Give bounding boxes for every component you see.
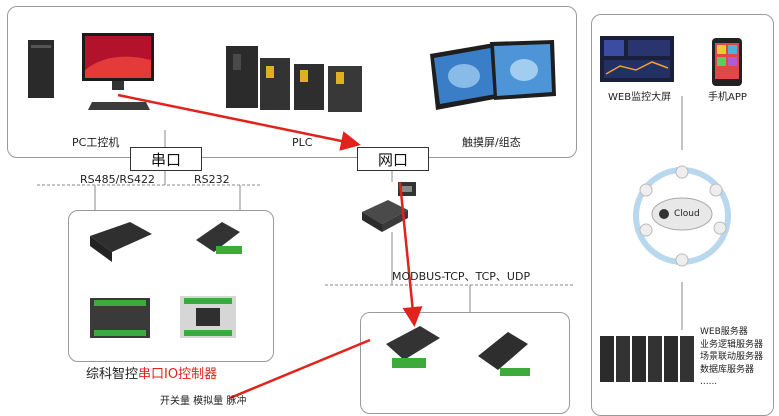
touchscreen-label: 触摸屏/组态 bbox=[462, 136, 521, 149]
plc-icon bbox=[226, 46, 362, 112]
mobile-app-icon bbox=[712, 38, 742, 86]
server-item: 场景联动服务器 bbox=[700, 352, 764, 362]
rs232-label: RS232 bbox=[194, 173, 230, 186]
serial-port-tag: 串口 bbox=[130, 147, 202, 171]
server-item: 数据库服务器 bbox=[700, 364, 755, 375]
pc-icon bbox=[28, 33, 154, 110]
gateway-device-icon bbox=[362, 182, 416, 232]
server-list: WEB服务器 业务逻辑服务器 场景联动服务器 数据库服务器 ...... bbox=[700, 326, 763, 389]
serial-controller-title: 综科智控串口IO控制器 bbox=[86, 363, 217, 382]
modbus-label: MODBUS-TCP、TCP、UDP bbox=[392, 270, 531, 283]
web-screen-icon bbox=[600, 36, 674, 82]
pc-label: PC工控机 bbox=[72, 136, 120, 149]
rs485-label: RS485/RS422 bbox=[80, 173, 155, 186]
controller-type-text: 串口IO控制器 bbox=[138, 367, 218, 382]
cloud-icon bbox=[633, 165, 731, 267]
plc-label: PLC bbox=[292, 136, 313, 149]
data-flow-arrows bbox=[117, 93, 423, 400]
server-ellipsis: ...... bbox=[700, 377, 718, 387]
server-item: WEB服务器 bbox=[700, 327, 748, 337]
connector-lines bbox=[37, 96, 683, 330]
network-port-tag: 网口 bbox=[357, 147, 429, 171]
network-controller-icons bbox=[386, 326, 530, 376]
diagram-canvas bbox=[28, 33, 742, 400]
brand-text: 综科智控 bbox=[86, 367, 139, 382]
serial-controller-icons bbox=[90, 222, 242, 338]
server-rack-icon bbox=[600, 336, 694, 382]
web-screen-label: WEB监控大屏 bbox=[608, 92, 672, 103]
touchscreen-icon bbox=[430, 40, 556, 110]
mobile-app-label: 手机APP bbox=[708, 92, 747, 103]
cloud-label: Cloud bbox=[674, 209, 700, 219]
server-item: 业务逻辑服务器 bbox=[700, 339, 764, 350]
